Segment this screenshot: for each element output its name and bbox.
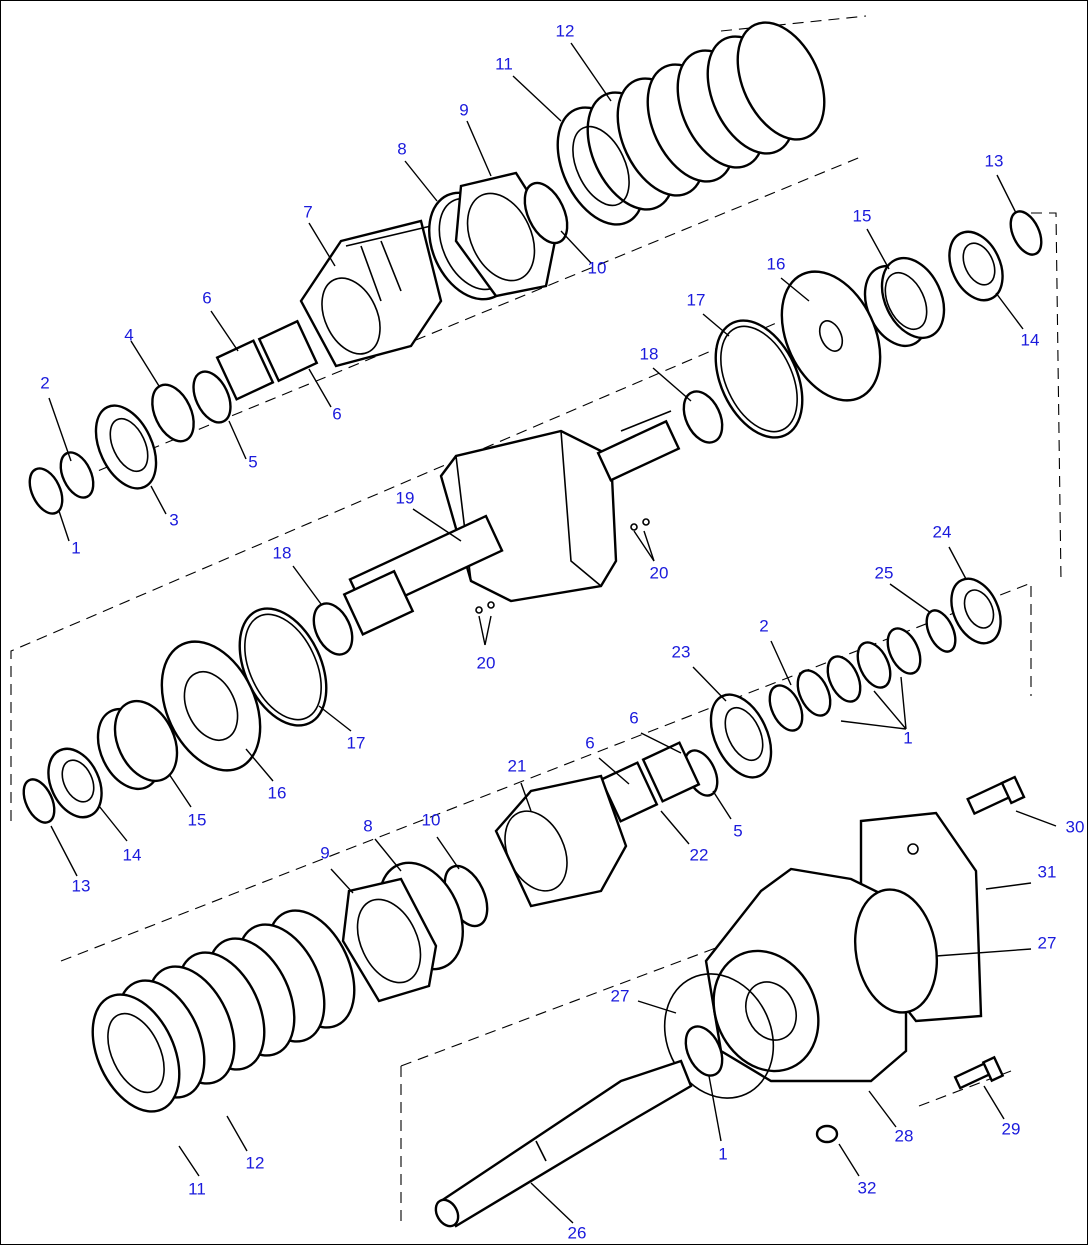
gasket-27-part — [663, 973, 775, 1099]
callout-label-13: 13 — [72, 876, 91, 895]
callout-label-1: 1 — [718, 1144, 727, 1163]
plug-32-part — [815, 1124, 839, 1144]
seal-18b-part — [312, 602, 354, 656]
snap-rings-lower — [768, 609, 957, 732]
callout-label-9: 9 — [320, 843, 329, 862]
callout-label-1: 1 — [903, 728, 912, 747]
callout-label-8: 8 — [363, 816, 372, 835]
callout-label-9: 9 — [459, 100, 468, 119]
callout-label-32: 32 — [858, 1178, 877, 1197]
callout-label-17: 17 — [687, 290, 706, 309]
housing-28-part — [704, 867, 939, 1083]
snap-ring-13b-part — [22, 778, 56, 824]
clutch-pack-lower — [91, 909, 356, 1113]
callout-label-18: 18 — [273, 543, 292, 562]
retainer-14-part — [948, 230, 1004, 302]
callout-label-6: 6 — [629, 708, 638, 727]
bolt-30-part — [966, 775, 1026, 816]
callout-label-20: 20 — [650, 563, 669, 582]
piston-9b-part — [341, 877, 438, 1003]
clutch-pack-upper — [556, 21, 826, 226]
callout-label-29: 29 — [1002, 1119, 1021, 1138]
needle-bearing-part — [215, 319, 319, 401]
callout-label-10: 10 — [588, 258, 607, 277]
callout-label-16: 16 — [268, 783, 287, 802]
snap-ring-part — [28, 451, 95, 515]
washer-part — [151, 370, 232, 443]
callout-label-15: 15 — [188, 810, 207, 829]
callout-label-6: 6 — [202, 288, 211, 307]
callout-label-2: 2 — [40, 373, 49, 392]
gear-21-part — [494, 774, 628, 908]
callout-label-12: 12 — [556, 21, 575, 40]
callout-label-6: 6 — [585, 733, 594, 752]
callout-label-19: 19 — [396, 488, 415, 507]
callout-label-30: 30 — [1066, 817, 1085, 836]
needle-bearings-lower — [599, 741, 719, 823]
callout-label-28: 28 — [895, 1126, 914, 1145]
spring-15-part — [863, 256, 946, 348]
balls-20-part — [475, 518, 650, 614]
callout-label-24: 24 — [933, 522, 952, 541]
callout-label-11: 11 — [495, 54, 513, 73]
callout-label-8: 8 — [397, 139, 406, 158]
callout-label-5: 5 — [733, 821, 742, 840]
seal-18-part — [682, 390, 724, 444]
shaft-26-part — [434, 1059, 693, 1228]
callout-label-27: 27 — [611, 986, 630, 1005]
seal-17-part — [714, 319, 804, 439]
snap-ring-13-part — [1009, 210, 1043, 256]
callout-label-16: 16 — [767, 254, 786, 273]
callout-label-22: 22 — [690, 845, 709, 864]
gear-7-part — [299, 219, 443, 368]
callout-label-13: 13 — [985, 151, 1004, 170]
piston-16b-part — [160, 640, 262, 772]
callout-label-27: 27 — [1038, 933, 1057, 952]
callout-label-14: 14 — [123, 845, 142, 864]
piston-16-part — [780, 270, 882, 402]
callout-label-31: 31 — [1038, 862, 1057, 881]
callout-label-6: 6 — [332, 404, 341, 423]
callout-label-11: 11 — [188, 1179, 206, 1198]
callout-label-15: 15 — [853, 206, 872, 225]
callout-label-10: 10 — [422, 810, 441, 829]
callout-label-26: 26 — [568, 1223, 587, 1242]
retainer-14b-part — [47, 747, 103, 819]
callout-label-23: 23 — [672, 642, 691, 661]
bearing-24-part — [950, 577, 1002, 645]
callout-label-25: 25 — [875, 563, 894, 582]
bolt-29-part — [953, 1055, 1005, 1090]
callout-label-18: 18 — [640, 344, 659, 363]
callout-label-4: 4 — [124, 325, 133, 344]
seal-1c-part — [684, 1025, 724, 1077]
callout-label-20: 20 — [477, 653, 496, 672]
clutch-drum-19-part — [342, 410, 681, 636]
ring-10-part — [523, 181, 569, 245]
callout-label-1: 1 — [71, 538, 80, 557]
callout-label-3: 3 — [169, 510, 178, 529]
leader-lines — [48, 42, 1057, 1224]
bearing-part — [94, 404, 158, 490]
bearing-23-part — [709, 693, 773, 779]
callout-label-17: 17 — [347, 733, 366, 752]
callout-numbers: 1234566789101112131415161718192020181716… — [40, 21, 1084, 1242]
callout-label-7: 7 — [303, 202, 312, 221]
callout-label-14: 14 — [1021, 330, 1040, 349]
callout-label-5: 5 — [248, 452, 257, 471]
callout-label-21: 21 — [508, 756, 527, 775]
spring-15b-part — [96, 699, 179, 791]
callout-label-2: 2 — [759, 616, 768, 635]
callout-label-12: 12 — [246, 1153, 265, 1172]
